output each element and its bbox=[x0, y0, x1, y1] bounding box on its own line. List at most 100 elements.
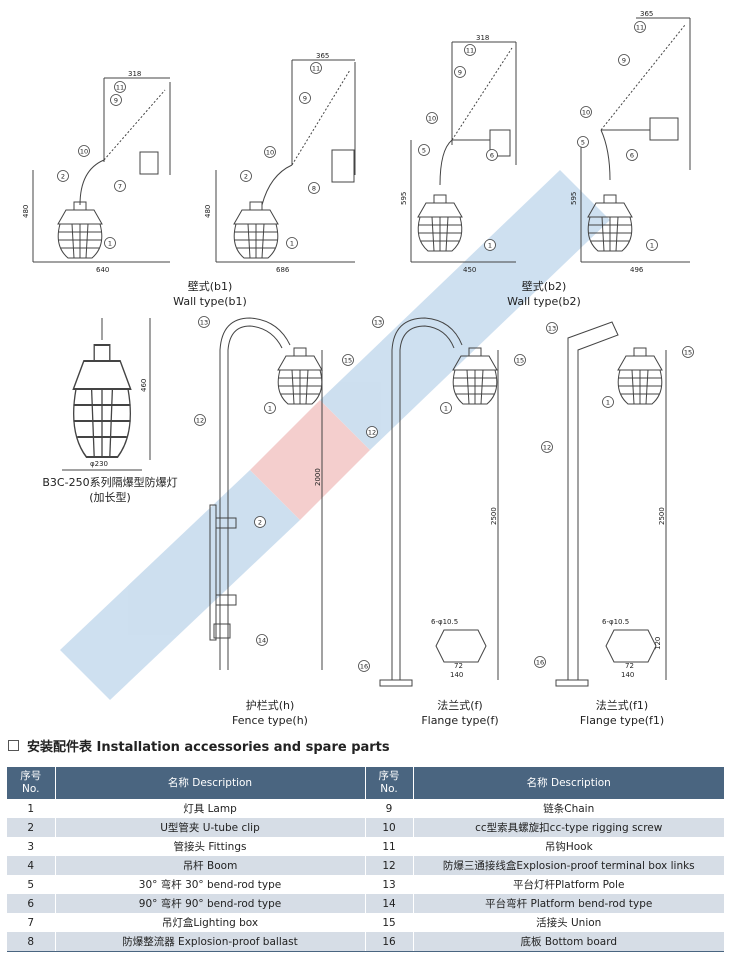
svg-text:15: 15 bbox=[516, 357, 524, 365]
svg-text:9: 9 bbox=[303, 95, 307, 103]
cell-desc: U型管夹 U-tube clip bbox=[54, 818, 365, 837]
elongated-lamp-dims: 460 φ230 bbox=[90, 379, 148, 468]
svg-text:9: 9 bbox=[458, 69, 462, 77]
dim-318: 318 bbox=[128, 70, 141, 78]
fence-type-h-callouts: 13 15 1 12 2 14 bbox=[194, 316, 354, 646]
dim-496: 496 bbox=[630, 266, 644, 274]
cell-no: 16 bbox=[364, 932, 413, 952]
svg-text:11: 11 bbox=[466, 47, 474, 55]
svg-text:1: 1 bbox=[108, 240, 112, 248]
watermark-logo bbox=[60, 170, 610, 700]
svg-text:7: 7 bbox=[118, 183, 122, 191]
svg-text:10: 10 bbox=[582, 109, 590, 117]
svg-text:1: 1 bbox=[268, 405, 272, 413]
cell-no: 2 bbox=[7, 818, 55, 837]
cell-no: 15 bbox=[364, 913, 413, 932]
svg-text:14: 14 bbox=[258, 637, 266, 645]
section-title: 安装配件表 Installation accessories and spare… bbox=[6, 739, 390, 757]
cell-desc: 平台弯杆 Platform bend-rod type bbox=[412, 894, 724, 913]
wall-type-b2-callouts: 11 9 10 5 6 1 11 9 10 5 6 1 bbox=[418, 21, 658, 251]
cell-desc: 防爆三通接线盒Explosion-proof terminal box link… bbox=[412, 856, 724, 875]
cell-desc: 吊灯盒Lighting box bbox=[54, 913, 365, 932]
cell-desc: 吊杆 Boom bbox=[54, 856, 365, 875]
svg-text:2: 2 bbox=[61, 173, 65, 181]
cell-no: 7 bbox=[7, 913, 55, 932]
flange-type-f1-callouts: 13 15 1 12 16 bbox=[534, 322, 694, 668]
caption-lamp: B3C-250系列隔爆型防爆灯 (加长型) bbox=[42, 476, 178, 504]
svg-text:15: 15 bbox=[344, 357, 352, 365]
installation-drawings: 318 365 480 480 640 686 11 9 10 2 7 1 11… bbox=[22, 10, 694, 700]
cell-desc: 管接头 Fittings bbox=[54, 837, 365, 856]
caption-f: 法兰式(f) Flange type(f) bbox=[421, 699, 499, 727]
svg-text:13: 13 bbox=[200, 319, 208, 327]
cell-desc: 底板 Bottom board bbox=[412, 932, 724, 952]
svg-text:10: 10 bbox=[266, 149, 274, 157]
cell-no: 9 bbox=[364, 799, 413, 818]
flange-type-f-drawing bbox=[379, 317, 499, 687]
dim-318: 318 bbox=[476, 34, 489, 42]
dim-460: 460 bbox=[140, 379, 148, 392]
dim-72: 72 bbox=[625, 662, 634, 670]
svg-text:12: 12 bbox=[196, 417, 204, 425]
cell-no: 3 bbox=[7, 837, 55, 856]
dim-640: 640 bbox=[96, 266, 109, 274]
dim-2000: 2000 bbox=[314, 468, 322, 486]
dim-140: 140 bbox=[450, 671, 463, 679]
dim-72: 72 bbox=[454, 662, 463, 670]
svg-text:13: 13 bbox=[374, 319, 382, 327]
dim-595-b: 595 bbox=[570, 192, 578, 205]
elongated-lamp-drawing bbox=[62, 318, 151, 471]
wall-type-b2-drawing bbox=[410, 17, 691, 263]
svg-text:1: 1 bbox=[290, 240, 294, 248]
svg-text:16: 16 bbox=[536, 659, 544, 667]
flange-type-f-labels: 2500 6-φ10.5 72 140 bbox=[431, 507, 498, 679]
cell-no: 6 bbox=[7, 894, 55, 913]
svg-text:6: 6 bbox=[490, 152, 494, 160]
square-bullet-icon bbox=[8, 740, 19, 751]
svg-text:13: 13 bbox=[548, 325, 556, 333]
svg-text:1: 1 bbox=[488, 242, 492, 250]
svg-text:9: 9 bbox=[622, 57, 626, 65]
cell-desc: cc型索具螺旋扣cc-type rigging screw bbox=[412, 818, 724, 837]
dim-140: 140 bbox=[621, 671, 634, 679]
wall-type-b1-callouts: 11 9 10 2 7 1 11 9 10 2 8 1 bbox=[57, 62, 322, 249]
svg-text:10: 10 bbox=[428, 115, 436, 123]
svg-text:10: 10 bbox=[80, 148, 88, 156]
header-desc-left: 名称 Description bbox=[54, 767, 365, 799]
dim-480: 480 bbox=[22, 205, 30, 218]
cell-desc: 防爆整流器 Explosion-proof ballast bbox=[54, 932, 365, 952]
svg-text:12: 12 bbox=[543, 444, 551, 452]
svg-text:12: 12 bbox=[368, 429, 376, 437]
dim-holes: 6-φ10.5 bbox=[602, 618, 629, 626]
wall-type-b1-dims: 318 365 480 480 640 686 bbox=[22, 52, 329, 274]
cell-desc: 活接头 Union bbox=[412, 913, 724, 932]
cell-desc: 灯具 Lamp bbox=[54, 799, 365, 818]
fence-type-h-labels: 2000 bbox=[314, 468, 322, 486]
dim-365: 365 bbox=[640, 10, 653, 18]
wall-type-b1-drawing bbox=[32, 59, 356, 263]
dim-480-b: 480 bbox=[204, 205, 212, 218]
svg-text:6: 6 bbox=[630, 152, 634, 160]
svg-text:11: 11 bbox=[312, 65, 320, 73]
wall-type-b2-dims: 318 365 595 595 450 496 bbox=[400, 10, 653, 274]
svg-text:1: 1 bbox=[606, 399, 610, 407]
cell-desc: 平台灯杆Platform Pole bbox=[412, 875, 724, 894]
cell-no: 1 bbox=[7, 799, 55, 818]
cell-no: 12 bbox=[364, 856, 413, 875]
svg-text:2: 2 bbox=[244, 173, 248, 181]
cell-no: 10 bbox=[364, 818, 413, 837]
svg-text:15: 15 bbox=[684, 349, 692, 357]
dim-120: 120 bbox=[654, 637, 662, 650]
dim-2500: 2500 bbox=[658, 507, 666, 525]
cell-no: 8 bbox=[7, 932, 55, 952]
cell-desc: 吊钩Hook bbox=[412, 837, 724, 856]
